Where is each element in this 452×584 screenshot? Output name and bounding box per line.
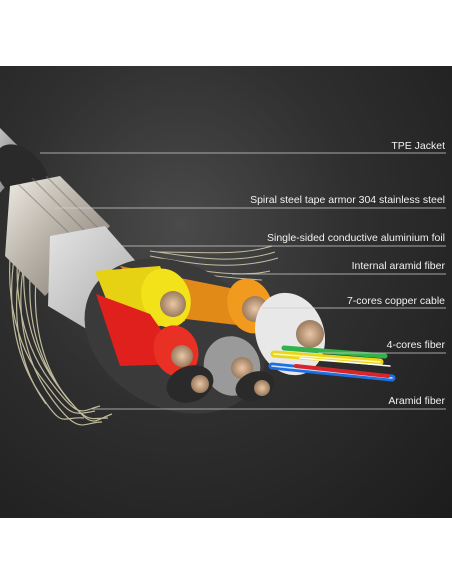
fiber-bundle (268, 345, 396, 382)
label-aluminium-foil: Single-sided conductive aluminium foil (266, 232, 445, 244)
label-aramid-fiber: Aramid fiber (388, 395, 445, 407)
leader-lines (40, 152, 446, 410)
aluminium-foil (48, 226, 140, 334)
cable-diagram: TPE Jacket Spiral steel tape armor 304 s… (0, 66, 452, 518)
label-steel-armor: Spiral steel tape armor 304 stainless st… (250, 194, 445, 206)
black-cores (166, 365, 275, 403)
cable-illustration (0, 128, 446, 426)
label-tpe-jacket: TPE Jacket (391, 140, 445, 152)
label-copper-cable: 7-cores copper cable (346, 295, 445, 307)
label-4-cores-fiber: 4-cores fiber (386, 339, 445, 351)
red-core (96, 294, 199, 377)
label-internal-aramid-fiber: Internal aramid fiber (351, 260, 445, 272)
